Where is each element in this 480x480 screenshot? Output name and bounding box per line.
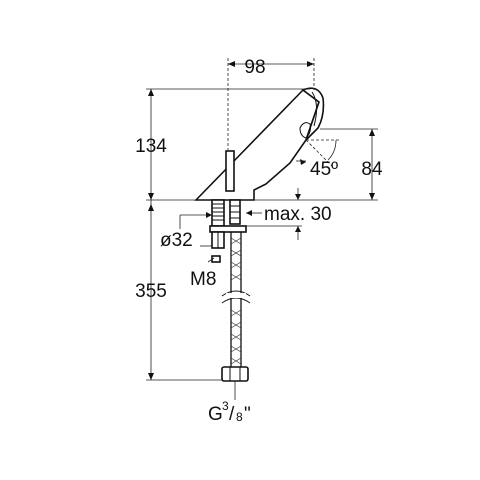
spout-ring-line — [311, 91, 318, 127]
spout-head — [301, 87, 325, 141]
rear-pin — [225, 150, 235, 192]
spout-outlet-detail — [299, 122, 311, 139]
faucet-body-outline — [194, 88, 320, 201]
flexible-hose — [221, 232, 251, 382]
dim-connection-slash: / — [229, 404, 235, 425]
dim-height-spout: 84 — [361, 159, 383, 180]
dim-connection-num: 3 — [222, 399, 229, 413]
dim-height-lower: 355 — [135, 281, 167, 302]
tube-hatching — [230, 205, 240, 219]
fixing-assembly — [209, 199, 247, 263]
hose-braid — [230, 237, 242, 365]
dim-diameter: ø32 — [160, 230, 193, 251]
dim-connection-den: 8 — [236, 410, 243, 424]
dim-connection: G 3 / 8 " — [208, 399, 251, 425]
dim-max-thickness: max. 30 — [264, 204, 332, 225]
dim-width-top: 98 — [244, 57, 265, 78]
fixing-washer — [209, 225, 247, 233]
dim-connection-main: G — [208, 404, 223, 425]
hose-end-nut — [221, 366, 249, 382]
dim-connection-inch: " — [244, 404, 251, 425]
thread-hatching — [212, 203, 224, 221]
faucet-body — [194, 87, 325, 201]
hose-break-mark — [221, 290, 251, 304]
dimension-lines — [146, 58, 378, 400]
dim-height-body: 134 — [135, 136, 167, 157]
dim-thread: M8 — [190, 269, 216, 290]
dim-angle: 45º — [310, 159, 338, 180]
